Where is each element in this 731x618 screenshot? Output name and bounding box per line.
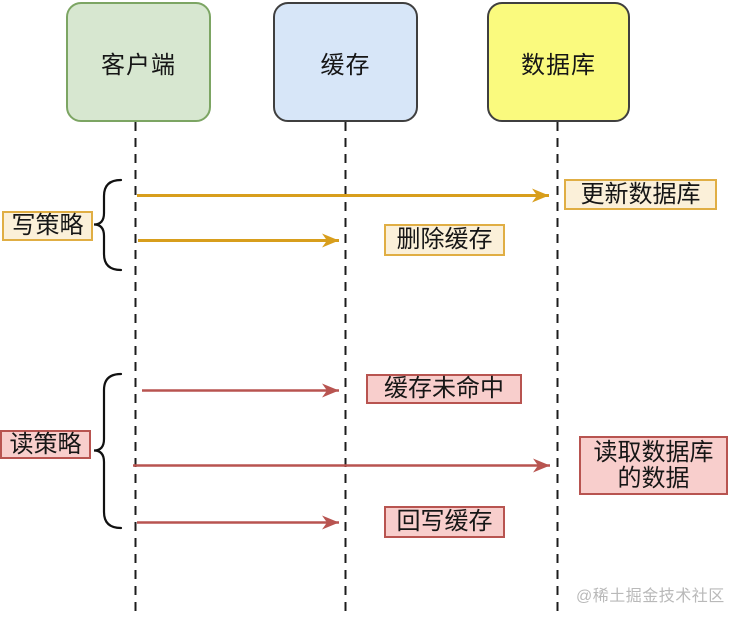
delete-cache-text: 删除缓存	[396, 226, 493, 253]
write-group-brace	[93, 178, 123, 272]
message-read-database-label: 读取数据库 的数据	[579, 436, 728, 495]
message-update-database-label: 更新数据库	[564, 179, 717, 210]
update-database-text: 更新数据库	[580, 180, 701, 208]
actor-cache-label: 缓存	[320, 51, 371, 79]
actor-client: 客户端	[66, 2, 211, 122]
write-back-cache-text: 回写缓存	[396, 508, 493, 535]
actor-client-label: 客户端	[101, 51, 176, 79]
message-delete-cache-label: 删除缓存	[384, 224, 505, 256]
write-strategy-text: 写策略	[11, 212, 84, 239]
message-cache-miss-label: 缓存未命中	[366, 374, 522, 404]
actor-database-label: 数据库	[521, 51, 596, 79]
read-strategy-group-label: 读策略	[0, 430, 91, 459]
write-strategy-group-label: 写策略	[2, 211, 93, 241]
watermark-text: @稀土掘金技术社区	[576, 588, 725, 605]
actor-cache: 缓存	[273, 2, 418, 122]
cache-miss-text: 缓存未命中	[384, 375, 504, 402]
read-group-brace	[93, 372, 123, 530]
message-write-back-cache-label: 回写缓存	[384, 506, 505, 538]
actor-database: 数据库	[487, 2, 630, 122]
read-database-text: 读取数据库 的数据	[593, 438, 714, 492]
watermark: @稀土掘金技术社区	[576, 582, 725, 606]
read-strategy-text: 读策略	[9, 430, 82, 458]
